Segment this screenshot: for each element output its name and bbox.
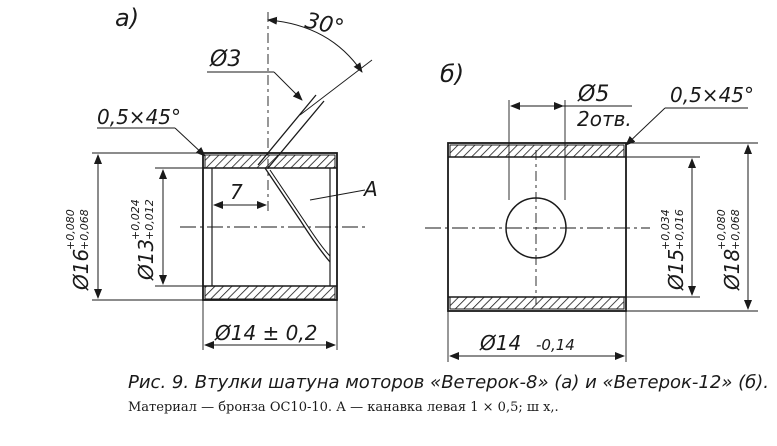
figure-note: Материал — бронза ОС10-10. А — канавка л…	[128, 400, 559, 415]
angle-arc	[267, 16, 363, 73]
part-a-inner-tol-upper: +0,024	[129, 199, 142, 240]
part-b-inner-label: Ø15	[664, 249, 688, 291]
bushing-a	[92, 12, 373, 350]
part-a-hole-label: Ø3	[209, 47, 241, 72]
part-b-hole-count: 2отв.	[577, 107, 632, 131]
part-a-outer-label: Ø16	[69, 249, 93, 291]
part-b-label: б)	[440, 60, 464, 88]
part-a-offset-label: 7	[230, 180, 243, 204]
part-b-length-tol: -0,14	[536, 336, 575, 354]
bushing-b-bottom-wall	[449, 296, 625, 310]
technical-drawing: а) 30° Ø3 0,5×45° 7 А Ø14 ± 0,2 Ø16 +0,0…	[64, 4, 758, 362]
part-b-hole-label: Ø5	[577, 82, 609, 107]
part-b-inner-tol-upper: +0,034	[659, 209, 672, 250]
bushing-a-outline	[202, 152, 338, 301]
bushing-b-outline	[447, 142, 627, 312]
part-b-length-label: Ø14	[479, 331, 521, 355]
part-a-outer-tol-upper: +0,080	[64, 209, 77, 250]
part-b-outer-tol-lower: +0,068	[729, 209, 742, 250]
angle-label: 30°	[303, 9, 346, 42]
part-b-inner-tol-lower: +0,016	[673, 209, 686, 250]
part-b-outer-tol-upper: +0,080	[715, 209, 728, 250]
bushing-b-top-wall	[449, 144, 625, 158]
part-a-label: а)	[115, 4, 139, 32]
part-b-outer-label: Ø18	[720, 249, 744, 291]
figure-caption: Рис. 9. Втулки шатуна моторов «Ветерок-8…	[128, 372, 769, 393]
part-a-chamfer-label: 0,5×45°	[97, 105, 181, 129]
bushing-b	[425, 100, 758, 362]
bushing-a-bottom-wall	[204, 285, 336, 300]
part-b-chamfer-label: 0,5×45°	[670, 83, 754, 107]
part-a-groove-label: А	[362, 177, 378, 201]
part-a-outer-tol-lower: +0,068	[78, 209, 91, 250]
groove-a	[264, 167, 331, 263]
part-a-length-label: Ø14 ± 0,2	[214, 321, 317, 345]
part-a-inner-tol-lower: +0,012	[143, 199, 156, 240]
bushing-b-hole	[505, 197, 567, 259]
part-a-inner-label: Ø13	[134, 239, 158, 281]
